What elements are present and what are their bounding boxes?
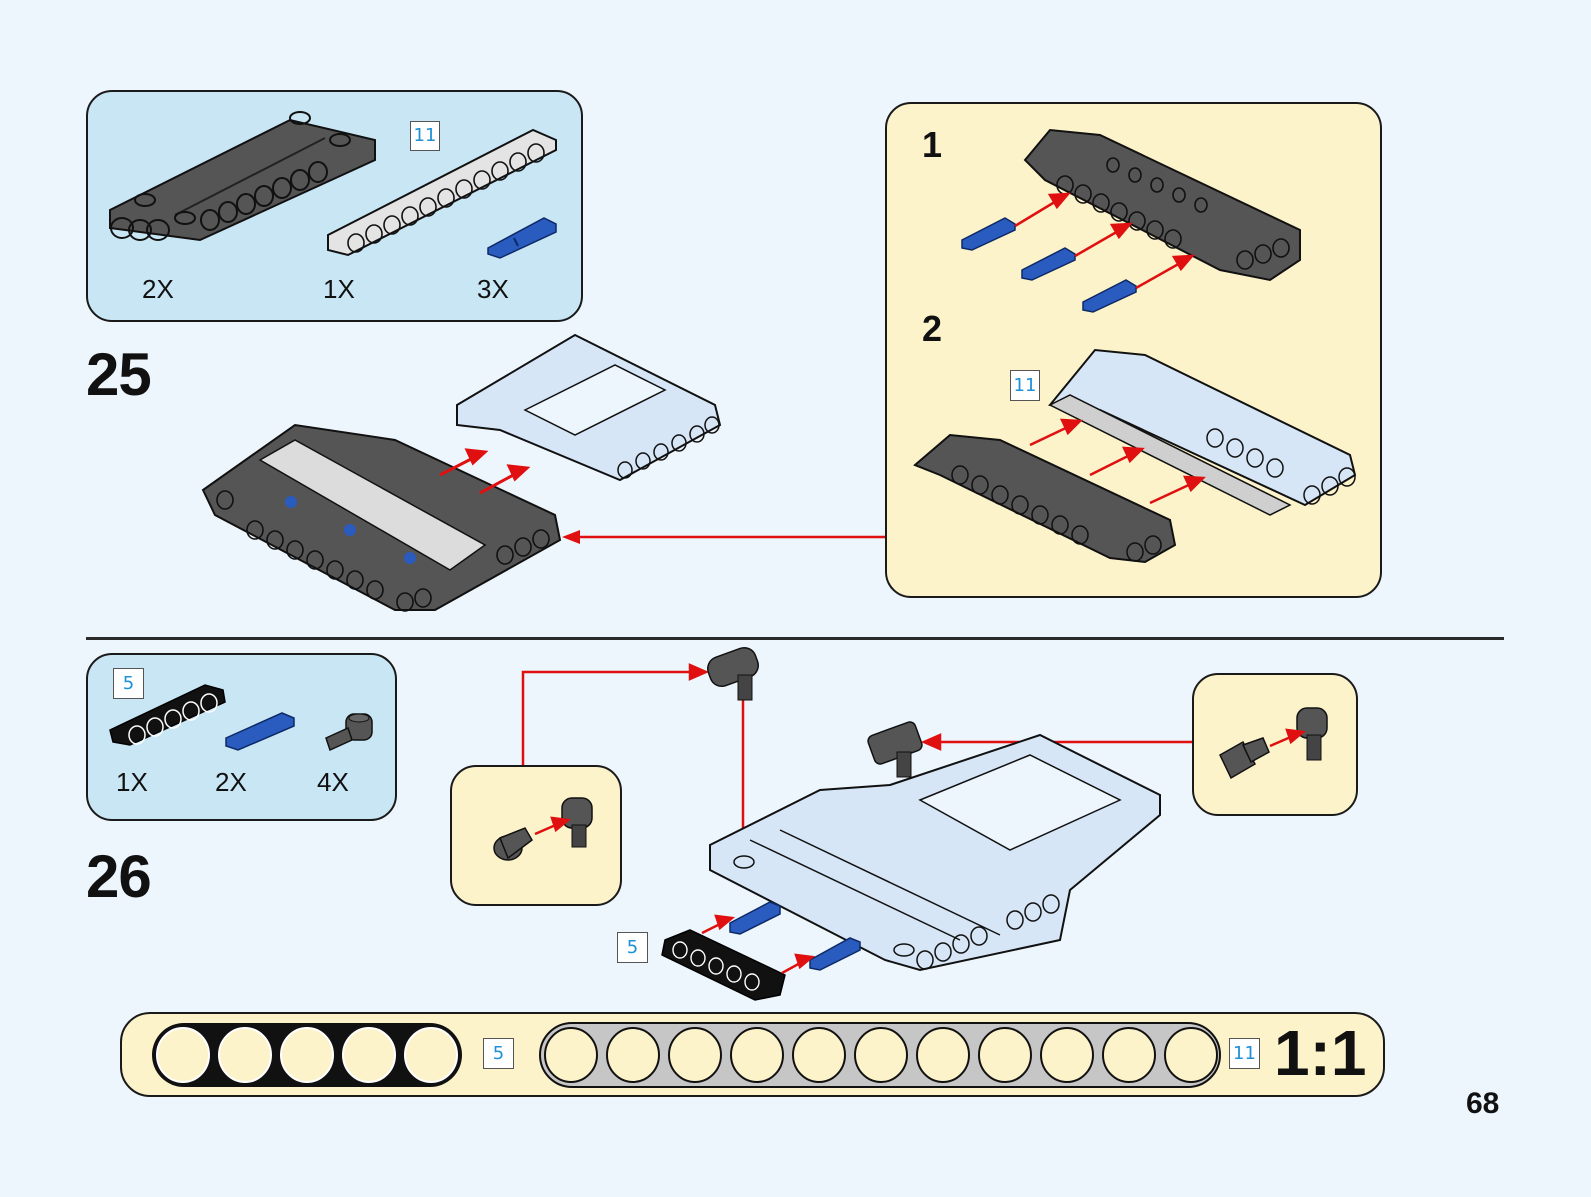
- angle-connector-part: [325, 713, 373, 752]
- substep-number: 1: [922, 124, 943, 165]
- ruler-hole: [156, 1027, 210, 1083]
- substep1-drawing: [961, 128, 1301, 313]
- step25-main-assembly: [201, 333, 722, 612]
- ruler-hole: [280, 1027, 334, 1083]
- ruler-hole: [218, 1027, 272, 1083]
- ruler-hole: [544, 1027, 598, 1083]
- callout-arrow: [521, 670, 695, 765]
- connector-assembly-left: [493, 797, 593, 861]
- part-quantity: 2X: [215, 767, 247, 797]
- scale-label: 1:1: [1274, 1017, 1367, 1089]
- ruler-length-tag-11: 11: [1229, 1038, 1260, 1069]
- ruler-hole: [854, 1027, 908, 1083]
- ruler-hole: [916, 1027, 970, 1083]
- ruler-length-tag-5: 5: [483, 1038, 514, 1069]
- beam5-ruler: [152, 1023, 462, 1087]
- step26-main-assembly: [521, 646, 1192, 1001]
- connector-assembly-right: [1219, 707, 1328, 780]
- ruler-hole: [668, 1027, 722, 1083]
- substep-number: 2: [922, 308, 943, 349]
- step-number: 25: [86, 341, 152, 408]
- blue-pin-part: [225, 712, 295, 751]
- ruler-hole: [606, 1027, 660, 1083]
- ruler-hole: [978, 1027, 1032, 1083]
- ruler-hole: [1102, 1027, 1156, 1083]
- ruler-hole: [730, 1027, 784, 1083]
- page-number: 68: [1466, 1087, 1500, 1120]
- length-tag-11: 11: [410, 121, 440, 151]
- dark-gray-panel-part: [109, 111, 376, 242]
- ruler-hole: [1040, 1027, 1094, 1083]
- ruler-hole: [404, 1027, 458, 1083]
- length-tag-11: 11: [1010, 370, 1040, 401]
- substep2-drawing: [913, 348, 1357, 564]
- light-gray-beam-part: [327, 128, 557, 257]
- sub-assembly-arrow: [562, 530, 886, 544]
- step-number: 26: [86, 843, 152, 910]
- part-quantity: 3X: [477, 274, 509, 304]
- blue-pin-part: [487, 217, 557, 259]
- assembly-arrow: [479, 471, 518, 495]
- ruler-hole: [792, 1027, 846, 1083]
- assembly-arrow: [439, 455, 476, 477]
- part-quantity: 1X: [323, 274, 355, 304]
- part-quantity: 1X: [116, 767, 148, 797]
- beam11-ruler: [539, 1022, 1221, 1088]
- length-tag-5: 5: [617, 932, 648, 963]
- ruler-hole: [342, 1027, 396, 1083]
- ruler-hole: [1164, 1027, 1218, 1083]
- black-beam-part: [109, 684, 226, 746]
- callout-box-left: [450, 765, 622, 906]
- part-quantity: 4X: [317, 767, 349, 797]
- step-divider: [86, 637, 1504, 640]
- length-tag-5: 5: [113, 668, 144, 699]
- part-quantity: 2X: [142, 274, 174, 304]
